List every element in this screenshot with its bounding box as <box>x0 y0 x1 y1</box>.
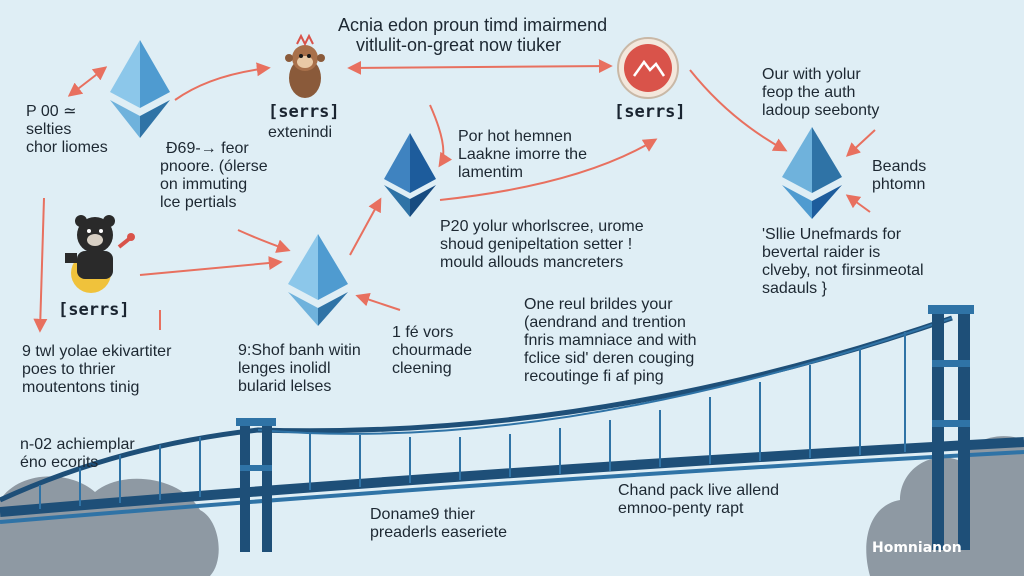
tag-label: [serrs] <box>614 102 686 122</box>
header-line: Acnia edon proun timd imairmend <box>338 15 608 35</box>
arrow <box>174 62 271 101</box>
note-line: cleening <box>392 360 452 377</box>
note-line: feop the auth <box>762 84 856 101</box>
note-line: preaderls easeriete <box>370 524 507 541</box>
note-line: moutentons tinig <box>22 379 140 396</box>
note-line: clveby, not firsinmeotal <box>762 262 924 279</box>
note-line: P20 yolur whorlscree, urome <box>440 218 644 235</box>
bridge-illustration <box>0 305 1024 552</box>
flow-arrows <box>33 59 876 333</box>
note-line: 9 twl yolae ekivartiter <box>22 343 172 360</box>
note-line: bularid lelses <box>238 378 332 395</box>
arrow <box>33 197 48 333</box>
note-line: P 00 ≃ <box>26 103 77 120</box>
ethereum-diamond-icon <box>110 40 170 138</box>
note-line: poes to thrier <box>22 361 116 378</box>
ethereum-diamond-icon <box>288 234 348 326</box>
note-line: 1 fé vors <box>392 324 454 341</box>
note-line: 9:Shof banh witin <box>238 342 361 359</box>
note-line: éno ecorits <box>20 454 99 471</box>
note-line: 'Sllie Unefmards for <box>762 226 902 243</box>
note-line: Our with yolur <box>762 66 861 83</box>
header-line: vitlulit-on-great now tiuker <box>356 35 562 55</box>
arrow <box>355 292 401 311</box>
note-line: fclice sid' deren couging <box>524 350 695 367</box>
note-line: mould allouds mancreters <box>440 254 624 271</box>
note-line: Chand pack live allend <box>618 482 779 499</box>
arrow <box>139 256 283 276</box>
note-line: phtomn <box>872 176 926 193</box>
arrow <box>429 104 453 168</box>
note-line: chourmade <box>392 342 473 359</box>
arrow <box>689 69 788 152</box>
note-line: chor liomes <box>26 139 108 156</box>
brand-logo: Homnianon <box>872 540 962 556</box>
note-line: Beands <box>872 158 927 175</box>
note-line: (aendrand and trention <box>524 314 686 331</box>
note-line: One reul brildes your <box>524 296 673 313</box>
note-line: shoud genipeltation setter ! <box>440 236 633 253</box>
bear-mascot-icon <box>65 215 135 293</box>
monkey-mascot-icon <box>285 33 325 98</box>
note-line: bevertal raider is <box>762 244 881 261</box>
note-line: fnris mamniace and with <box>524 332 697 349</box>
note-line: Por hot hemnen <box>458 128 572 145</box>
cloud-icon <box>866 436 1024 576</box>
arrow <box>237 229 291 253</box>
arrow <box>349 197 382 256</box>
ethereum-diamond-icon <box>384 133 436 217</box>
arrow <box>347 59 613 75</box>
note-line: sadauls } <box>762 280 827 297</box>
note-line: Doname9 thier <box>370 506 475 523</box>
ethereum-diamond-icon <box>782 127 842 219</box>
tag-label: [serrs] <box>58 300 130 320</box>
arrow <box>845 129 876 157</box>
note-line: selties <box>26 121 72 138</box>
note-line: Ð69-→ feor <box>166 140 249 157</box>
note-line: recoutinge fi af ping <box>524 368 664 385</box>
tag-label: [serrs] <box>268 102 340 122</box>
note-line: on immuting <box>160 176 248 193</box>
note-line: lamentim <box>458 164 523 181</box>
cloud-icon <box>0 476 219 576</box>
arrow <box>845 194 871 213</box>
note-line: Laakne imorre the <box>458 146 587 163</box>
note-line: emnoo-penty rapt <box>618 500 744 517</box>
note-line: ladoup seebonty <box>762 102 880 119</box>
note-line: extenindi <box>268 124 333 141</box>
note-line: pnoore. (ólerse <box>160 158 268 175</box>
note-line: lce pertials <box>160 194 237 211</box>
note-line: lenges inolidl <box>238 360 331 377</box>
arrow <box>439 138 658 201</box>
mountain-badge-icon <box>617 37 679 99</box>
arrow <box>67 66 108 97</box>
note-line: n-02 achiemplar <box>20 436 135 453</box>
